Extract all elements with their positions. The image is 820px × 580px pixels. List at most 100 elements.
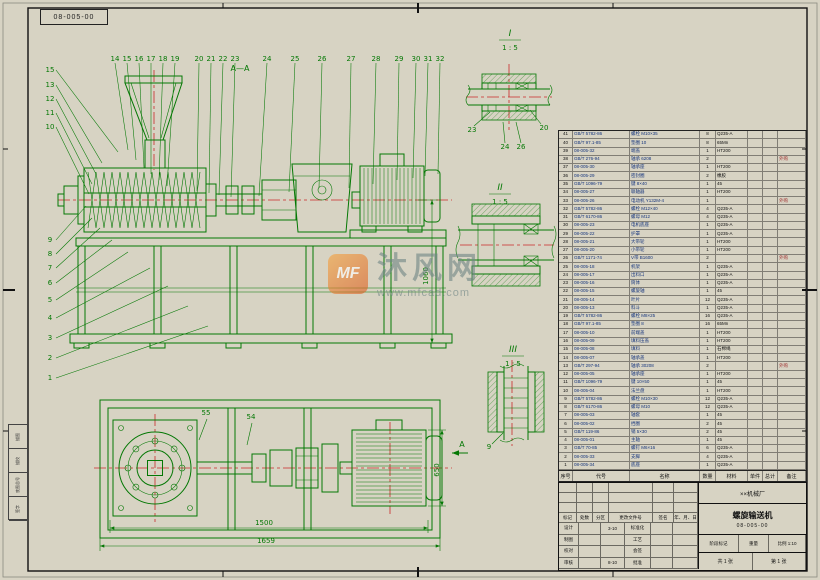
change-record-cell	[674, 483, 698, 493]
callout-number: 25	[291, 55, 300, 63]
leader-line	[55, 217, 93, 255]
leader-line	[138, 62, 145, 169]
scale-cell: 比例 1:10	[769, 535, 806, 552]
leader-line	[166, 62, 176, 187]
signature-cell	[601, 534, 625, 546]
change-record-cell: 签名	[653, 513, 674, 523]
bom-header-cell: 备注	[778, 471, 806, 481]
stage-mark-label: 阶段标记	[699, 535, 739, 552]
callout-number: 26	[318, 55, 327, 63]
drawing-title: 螺旋输送机 08-005-00	[699, 504, 806, 535]
signature-cell	[651, 546, 673, 558]
signature-cell: 工艺	[625, 534, 651, 546]
callout-number: 29	[395, 55, 404, 63]
leader-line	[396, 62, 400, 181]
leader-line	[55, 325, 209, 379]
bom-header-cell: 名称	[630, 471, 700, 481]
signature-cell: 批准	[625, 557, 651, 569]
change-record-cell	[577, 493, 593, 503]
leader-line	[55, 126, 90, 195]
dim-plan-width: 650	[433, 463, 441, 476]
change-record-cell	[593, 503, 609, 513]
callout-number: 32	[436, 55, 445, 63]
callout-number: 6	[48, 279, 53, 287]
callout-number: 27	[347, 55, 356, 63]
dim-1659: 1659	[257, 537, 275, 545]
callout-number: 24	[263, 55, 272, 63]
detail-3-callout-9: 9	[487, 443, 491, 451]
plan-dimensions: 1500 1659 650	[99, 429, 446, 551]
detail-1-scale: 1 : 5	[502, 44, 518, 52]
signature-cell	[673, 523, 698, 535]
callout-number: 22	[219, 55, 228, 63]
leader-line	[114, 62, 129, 151]
margin-table: 描图 描校 底图总号 签字	[8, 424, 28, 521]
callout-number: 23	[231, 55, 240, 63]
signature-cell: 标准化	[625, 523, 651, 535]
callout-number: 12	[46, 95, 55, 103]
change-record-cell	[559, 483, 577, 493]
dim-side-height: 1060	[422, 267, 430, 285]
leader-line	[55, 239, 113, 284]
bom-header-cell: 序号	[559, 471, 573, 481]
callout-number: 21	[207, 55, 216, 63]
callout-number: 19	[171, 55, 180, 63]
change-record-cell	[653, 483, 674, 493]
svg-text:A: A	[459, 440, 465, 449]
callout-number: 8	[48, 250, 52, 258]
callout-number: 18	[159, 55, 168, 63]
change-record-cell: 处数	[577, 513, 593, 523]
change-record-cell	[593, 493, 609, 503]
change-record-cell	[609, 493, 653, 503]
title-block-right: ××机械厂 螺旋输送机 08-005-00 阶段标记 重量 比例 1:10 共 …	[699, 483, 806, 570]
callout-number: 30	[412, 55, 421, 63]
change-record-cell	[609, 483, 653, 493]
change-record-cell	[653, 503, 674, 513]
leader-line	[158, 62, 164, 181]
bom-header-cell: 代号	[573, 471, 630, 481]
leader-line	[196, 62, 200, 192]
leader-line	[55, 251, 129, 301]
leader-line	[55, 205, 87, 241]
callout-number: 7	[48, 264, 52, 272]
leader-line	[230, 62, 236, 198]
change-record-cell	[593, 483, 609, 493]
section-label: A—A	[231, 64, 250, 73]
dim-1500: 1500	[255, 519, 273, 527]
signature-cell	[579, 557, 601, 569]
leader-line	[288, 62, 296, 193]
plan-view	[99, 399, 443, 539]
leader-line	[318, 62, 323, 189]
detail-3-label: III	[509, 345, 517, 355]
detail-3-scale: 1 : 5	[505, 360, 521, 368]
company-name: ××机械厂	[699, 483, 806, 504]
leader-line	[55, 227, 101, 269]
weight-label: 重量	[739, 535, 769, 552]
signature-cell	[651, 557, 673, 569]
callout-number: 15	[123, 55, 132, 63]
leader-line	[372, 62, 377, 185]
detail-2-label: II	[497, 183, 503, 193]
